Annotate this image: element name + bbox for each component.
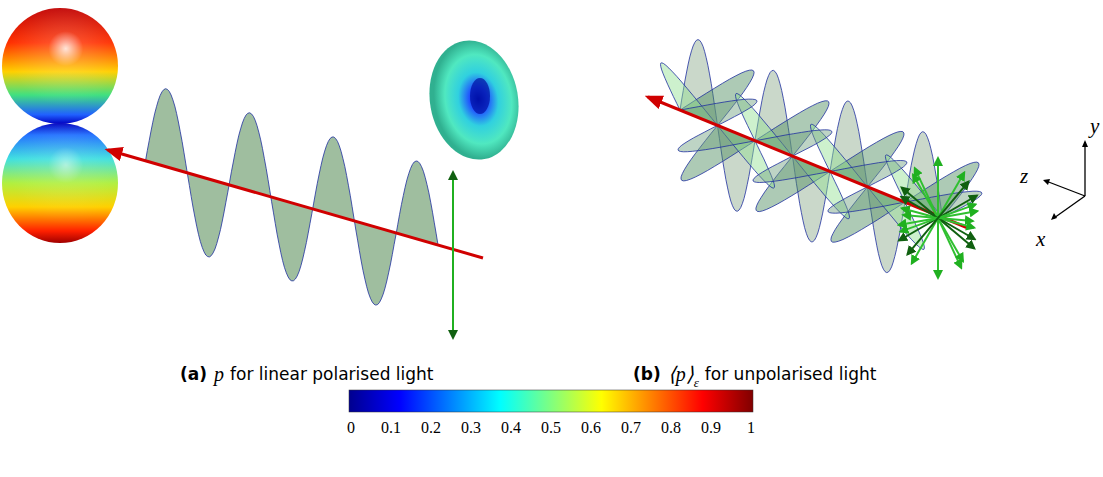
label-text: for linear polarised light bbox=[230, 366, 434, 383]
label-text: 0.9 bbox=[701, 420, 721, 436]
dipole-lobes bbox=[2, 8, 118, 243]
label-text: (a) bbox=[180, 366, 207, 383]
propagation-arrow bbox=[108, 150, 483, 258]
label-text: 0.5 bbox=[541, 420, 561, 436]
label-text: (b) bbox=[633, 366, 661, 383]
label-text: 0.3 bbox=[461, 420, 481, 436]
wave-plane bbox=[661, 63, 943, 250]
label-text: z bbox=[1020, 166, 1028, 187]
label-text: 0.2 bbox=[421, 420, 441, 436]
label-text: x bbox=[1036, 229, 1045, 250]
label-text: ⟨p⟩ bbox=[668, 364, 694, 384]
label-text: 0.1 bbox=[381, 420, 401, 436]
label-text: 0.6 bbox=[581, 420, 601, 436]
label-text: 0.4 bbox=[501, 420, 521, 436]
label-text: 1 bbox=[747, 420, 755, 436]
polarisation-arrow bbox=[907, 182, 968, 255]
label-text: p bbox=[214, 364, 224, 384]
wave-a bbox=[146, 89, 439, 305]
polarisation-star bbox=[899, 158, 978, 278]
axes bbox=[1043, 140, 1088, 220]
wave-plane bbox=[146, 89, 439, 305]
wave-b bbox=[661, 40, 982, 273]
label-text: 0 bbox=[347, 420, 355, 436]
label-text: 0.7 bbox=[621, 420, 641, 436]
label-text: ε bbox=[694, 376, 699, 389]
polarisation-arrow bbox=[452, 250, 454, 338]
wave-plane bbox=[678, 99, 982, 217]
label-text: for unpolarised light bbox=[705, 366, 877, 383]
polarisation-arrow bbox=[452, 172, 454, 250]
label-text: 0.8 bbox=[661, 420, 681, 436]
torus bbox=[420, 33, 528, 166]
label-text: y bbox=[1090, 116, 1099, 137]
colorbar bbox=[349, 390, 753, 412]
